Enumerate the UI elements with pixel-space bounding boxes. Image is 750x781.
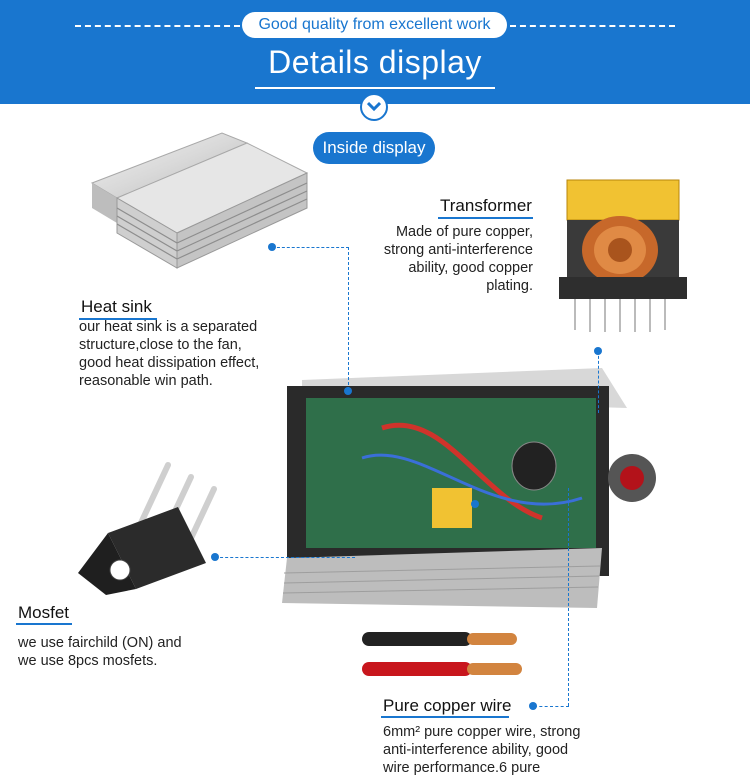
transformer-board-dot: [471, 500, 479, 508]
transformer-title: Transformer: [440, 196, 532, 215]
heat-sink-dot: [268, 243, 276, 251]
header-tagline: Good quality from excellent work: [242, 12, 507, 38]
transformer-desc-line: strong anti-interference: [383, 242, 533, 258]
transformer-desc-line: Made of pure copper,: [395, 224, 533, 240]
transformer-desc-line: plating.: [486, 278, 533, 294]
copper-wire-title: Pure copper wire: [383, 696, 512, 715]
heat-sink-desc-line: good heat dissipation effect,: [79, 355, 260, 371]
copper-wire-desc-line: anti-interference ability, good: [383, 742, 569, 758]
heat-sink-desc-line: reasonable win path.: [79, 373, 213, 389]
transformer-image: [545, 172, 695, 342]
transformer-title-underline: [438, 217, 533, 219]
header-dash-right: [510, 25, 675, 27]
mosfet-image: [78, 455, 228, 595]
mosfet-desc-line: we use 8pcs mosfets.: [18, 653, 158, 669]
mosfet-dot: [211, 553, 219, 561]
mosfet-desc-line: we use fairchild (ON) and: [18, 635, 182, 651]
heat-sink-title: Heat sink: [81, 297, 152, 316]
transformer-desc-line: ability, good copper: [408, 260, 533, 276]
copper-wire-image: [362, 624, 527, 684]
heat-sink-connector-v: [348, 247, 349, 390]
header-dash-left: [75, 25, 240, 27]
heat-sink-desc-line: our heat sink is a separated: [79, 319, 258, 335]
copper-wire-desc-line: wire performance.6 pure: [383, 760, 541, 776]
transformer-dot: [594, 347, 602, 355]
heat-sink-connector-h: [272, 247, 349, 248]
copper-wire-dot: [529, 702, 537, 710]
mosfet-connector-h: [215, 557, 355, 558]
copper-wire-connector-v: [568, 488, 569, 706]
mosfet-title: Mosfet: [18, 603, 70, 622]
mosfet-title-underline: [16, 623, 72, 625]
inverter-image: [282, 368, 664, 620]
inside-display-badge: Inside display: [313, 132, 435, 164]
page-title: Details display: [268, 44, 482, 80]
heat-sink-desc-line: structure,close to the fan,: [79, 337, 242, 353]
heat-sink-image: [72, 128, 312, 278]
copper-wire-desc-line: 6mm² pure copper wire, strong: [383, 724, 581, 740]
title-underline: [255, 87, 495, 89]
chevron-down-icon: [360, 93, 388, 121]
copper-wire-title-underline: [381, 716, 509, 718]
copper-wire-connector-h: [534, 706, 569, 707]
heat-sink-title-underline: [79, 318, 157, 320]
transformer-connector-v: [598, 351, 599, 413]
heat-sink-board-dot: [344, 387, 352, 395]
